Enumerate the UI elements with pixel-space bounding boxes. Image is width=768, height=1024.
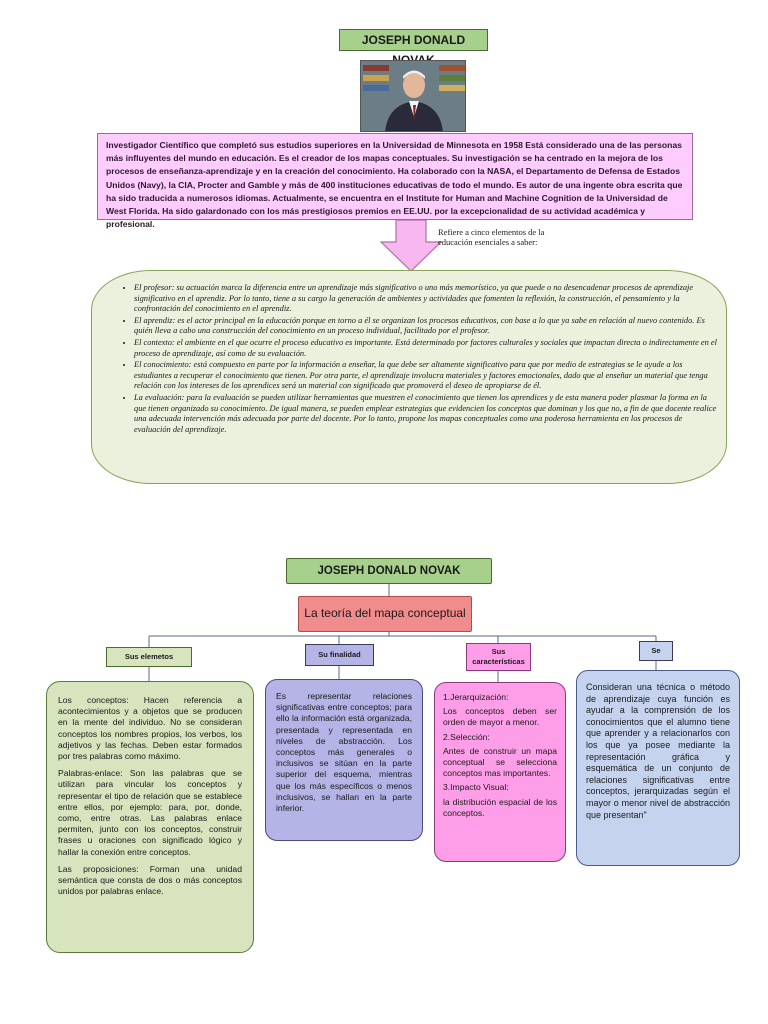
branch-label-finalidad: Su finalidad [305,644,374,666]
characteristic-text: Los conceptos deben ser orden de mayor a… [443,706,557,728]
list-item: El aprendiz: es el actor principal en la… [134,316,719,337]
characteristic-heading: 1.Jerarquización: [443,692,509,702]
page2-title: JOSEPH DONALD NOVAK [286,558,492,584]
theory-node: La teoría del mapa conceptual [298,596,472,632]
elements-card: Los conceptos: Hacen referencia a aconte… [46,681,254,953]
novak-portrait-photo [360,60,466,132]
branch-label-caracteristicas: Sus características [466,643,531,671]
elements-list: El profesor: su actuación marca la difer… [122,283,719,436]
arrow-caption: Refiere a cinco elementos de la educació… [438,227,545,247]
list-item: El contexto: el ambiente en el que ocurr… [134,338,719,359]
page1-title: JOSEPH DONALD NOVAK [339,29,488,67]
link-words-paragraph: Palabras-enlace: Son las palabras que se… [58,768,242,857]
portrait-illustration [361,61,465,131]
list-item: El conocimiento: está compuesto en parte… [134,360,719,392]
list-item: La evaluación: para la evaluación se pue… [134,393,719,435]
concepts-paragraph: Los conceptos: Hacen referencia a aconte… [58,695,242,762]
purpose-card: Es representar relaciones significativas… [265,679,423,841]
characteristic-heading: 3.Impacto Visual: [443,782,509,793]
down-arrow-icon [380,220,442,272]
characteristics-card: 1.Jerarquización: Los conceptos deben se… [434,682,566,862]
branch-label-elementos: Sus elemetos [106,647,192,667]
characteristic-text: la distribución espacial de los concepto… [443,796,557,818]
biography-text: Investigador Científico que completó sus… [97,133,693,229]
propositions-paragraph: Las proposiciones: Forman una unidad sem… [58,863,242,897]
education-elements-panel: El profesor: su actuación marca la difer… [91,270,727,484]
list-item: El profesor: su actuación marca la difer… [134,283,719,315]
characteristic-text: Antes de construir un mapa conceptual se… [443,745,557,779]
definition-card: Consideran una técnica o método de apren… [576,670,740,866]
branch-label-se: Se [639,641,673,661]
characteristic-heading: 2.Selección: [443,731,490,742]
